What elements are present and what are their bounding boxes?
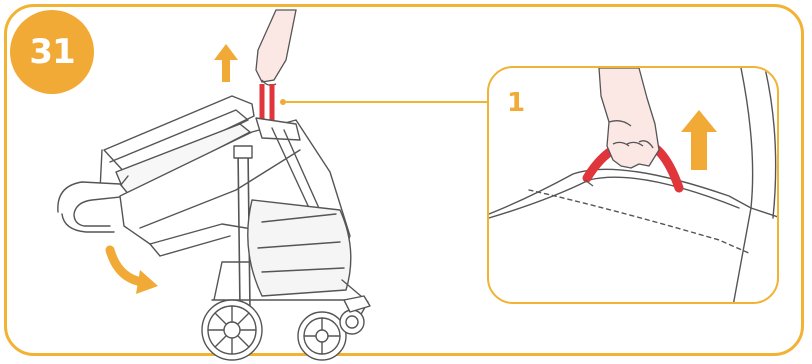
strap-detail-illustration — [489, 68, 779, 304]
curved-arrow-icon — [110, 250, 158, 294]
stroller-icon — [58, 96, 370, 360]
arrow-up-icon — [214, 44, 238, 82]
hand-icon — [256, 10, 296, 85]
arrow-up-icon — [681, 110, 717, 170]
detail-connector-line — [280, 99, 500, 105]
inset-step-label: 1 — [507, 88, 525, 118]
detail-inset: 1 — [487, 66, 779, 304]
